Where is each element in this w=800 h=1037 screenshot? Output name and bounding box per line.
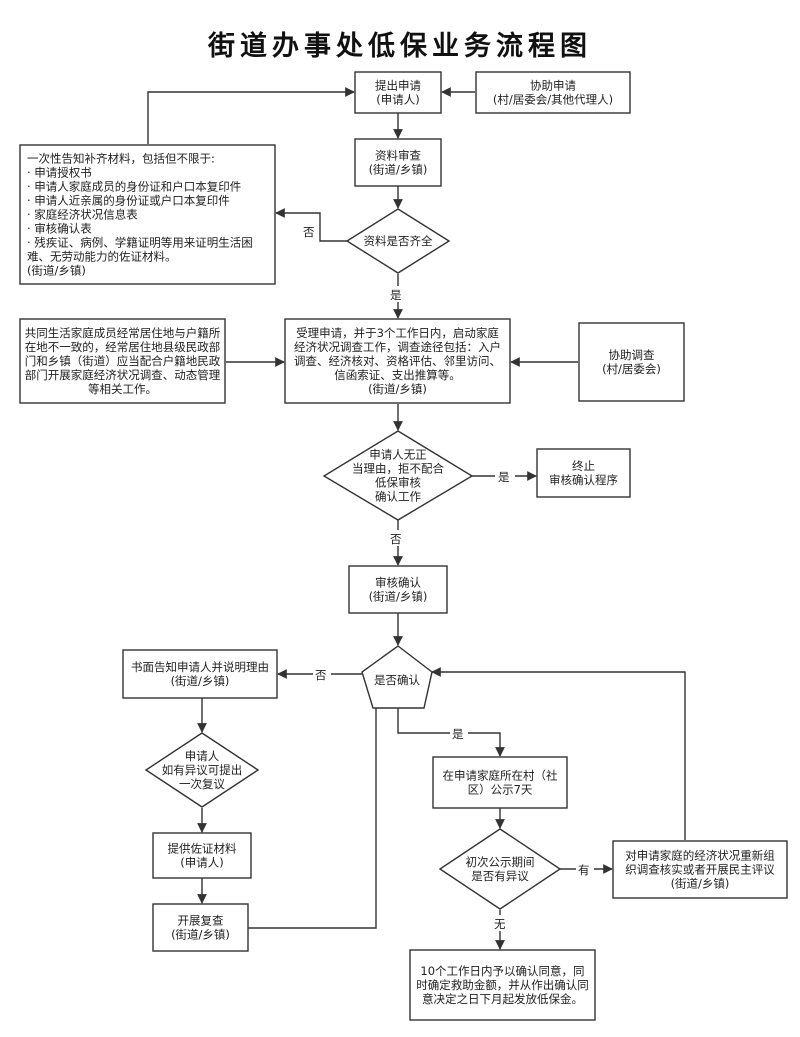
node-approve: 10个工作日内予以确认同意，同时确定救助金额，并从作出确认同意决定之日下月起发放… <box>409 949 596 1021</box>
node-apply: 提出申请(申请人) <box>354 71 442 114</box>
node-apply-line: (申请人) <box>376 93 419 107</box>
node-terminate-line: 审核确认程序 <box>549 473 618 487</box>
node-refuse-check-line: 当理由，拒不配合 <box>352 462 444 476</box>
node-recheck: 开展复查(街道/乡镇) <box>152 903 249 952</box>
node-refuse-check-line: 低保审核 <box>375 476 421 490</box>
label-no-2: 否 <box>390 532 402 546</box>
node-review-line: 资料审查 <box>375 149 421 163</box>
node-residence-note-line: 在地不一致的，经常居住地县级民政部 <box>25 340 221 354</box>
label-none: 无 <box>494 917 506 931</box>
node-approve-line: 10个工作日内予以确认同意，同 <box>420 964 584 978</box>
node-assist-apply-line: (村/居委会/其他代理人) <box>493 93 613 107</box>
node-accept-line: 受理申请，并于3个工作日内，启动家庭 <box>296 326 499 340</box>
node-notify-materials-line: · 残疾证、病例、学籍证明等用来证明生活困 <box>27 236 253 250</box>
edge-labels: 否 是 是 否 否 是 有 无 <box>300 223 594 931</box>
node-reinvestigate-line: 织调查核实或者开展民主评议 <box>625 863 775 877</box>
node-review-line: (街道/乡镇) <box>369 163 428 177</box>
node-residence-note-line: 门和乡镇（街道）应当配合户籍地民政 <box>25 354 221 368</box>
node-publicize-line: 在申请家庭所在村（社 <box>443 769 558 783</box>
label-has: 有 <box>578 863 590 877</box>
node-accept-line: (街道/乡镇) <box>368 382 427 396</box>
node-accept-line: 调查、经济核对、资格评估、邻里访问、 <box>294 354 501 368</box>
node-evidence: 提供佐证材料(申请人) <box>152 832 252 879</box>
label-yes-1: 是 <box>390 288 402 302</box>
arrow-reinvestigate-to-confirm <box>431 667 686 840</box>
node-complete-check-line: 资料是否齐全 <box>364 234 433 248</box>
node-notify-materials-line: · 申请人近亲属的身份证或户口本复印件 <box>27 194 230 208</box>
node-accept-line: 信函索证、支出推算等。 <box>334 368 461 382</box>
node-first-objection-line: 初次公示期间 <box>466 855 535 869</box>
node-notify-materials-line: · 家庭经济状况信息表 <box>27 208 138 222</box>
node-objection-line: 申请人 <box>185 749 220 763</box>
page-title: 街道办事处低保业务流程图 <box>208 31 592 62</box>
node-notify-materials-line: 难、无劳动能力的佐证材料。 <box>27 250 177 264</box>
node-confirm: 是否确认 <box>361 645 433 709</box>
node-audit-line: (街道/乡镇) <box>369 590 428 604</box>
node-written-notice: 书面告知申请人并说明理由(街道/乡镇) <box>122 649 278 699</box>
node-reinvestigate-line: 对申请家庭的经济状况重新组 <box>625 849 775 863</box>
node-confirm-line: 是否确认 <box>374 673 420 687</box>
node-assist-survey-line: (村/居委会) <box>602 362 661 376</box>
node-written-notice-line: (街道/乡镇) <box>171 674 230 688</box>
node-assist-apply-line: 协助申请 <box>530 79 576 93</box>
label-yes-3: 是 <box>452 727 464 741</box>
node-residence-note: 共同生活家庭成员经常居住地与户籍所在地不一致的，经常居住地县级民政部门和乡镇（街… <box>19 318 226 404</box>
node-apply-line: 提出申请 <box>375 79 421 93</box>
node-notify-materials-line: 一次性告知补齐材料，包括但不限于: <box>27 152 215 166</box>
node-first-objection-line: 是否有异议 <box>471 869 529 883</box>
node-evidence-line: 提供佐证材料 <box>168 842 237 856</box>
node-notify-materials-line: · 申请人家庭成员的身份证和户口本复印件 <box>27 180 241 194</box>
node-recheck-line: 开展复查 <box>178 914 224 928</box>
node-publicize: 在申请家庭所在村（社区）公示7天 <box>432 756 568 809</box>
node-accept-line: 经济状况调查工作，调查途径包括：入户 <box>294 340 501 354</box>
arrow-check-no-to-notify <box>275 208 347 242</box>
node-notify-materials-line: · 审核确认表 <box>27 222 92 236</box>
node-assist-apply: 协助申请(村/居委会/其他代理人) <box>475 71 631 114</box>
node-assist-survey-line: 协助调查 <box>609 348 655 362</box>
node-residence-note-line: 部门开展家庭经济状况调查、动态管理 <box>25 368 221 382</box>
node-evidence-line: (申请人) <box>180 856 223 870</box>
node-notify-materials-line: · 申请授权书 <box>27 166 92 180</box>
node-objection-line: 一次复议 <box>179 777 225 791</box>
arrow-recheck-to-confirm <box>248 688 381 929</box>
label-no-1: 否 <box>303 225 315 239</box>
node-publicize-line: 区）公示7天 <box>468 783 533 797</box>
arrow-notify-to-apply <box>147 87 355 144</box>
node-objection-line: 如有异议可提出 <box>162 763 243 777</box>
node-terminate-line: 终止 <box>572 459 595 473</box>
node-review: 资料审查(街道/乡镇) <box>354 138 442 187</box>
node-assist-survey: 协助调查(村/居委会) <box>578 322 685 402</box>
label-no-3: 否 <box>315 668 327 682</box>
node-residence-note-line: 共同生活家庭成员经常居住地与户籍所 <box>25 326 221 340</box>
node-approve-line: 意决定之日下月起发放低保金。 <box>422 992 583 1006</box>
node-approve-line: 时确定救助金额，并从作出确认同 <box>416 978 589 992</box>
node-residence-note-line: 等相关工作。 <box>88 382 157 396</box>
node-refuse-check-line: 确认工作 <box>375 490 421 504</box>
node-accept: 受理申请，并于3个工作日内，启动家庭经济状况调查工作，调查途径包括：入户调查、经… <box>284 318 511 404</box>
node-recheck-line: (街道/乡镇) <box>171 928 230 942</box>
node-audit-line: 审核确认 <box>375 576 421 590</box>
node-audit: 审核确认(街道/乡镇) <box>348 565 448 614</box>
node-notify-materials-line: (街道/乡镇) <box>27 264 86 278</box>
node-written-notice-line: 书面告知申请人并说明理由 <box>131 660 269 674</box>
label-yes-2: 是 <box>498 470 510 484</box>
node-notify-materials: 一次性告知补齐材料，包括但不限于:· 申请授权书· 申请人家庭成员的身份证和户口… <box>19 144 276 285</box>
node-reinvestigate-line: (街道/乡镇) <box>671 877 730 891</box>
node-complete-check: 资料是否齐全 <box>345 208 451 274</box>
arrow-confirm-yes-to-publicize <box>397 708 505 757</box>
node-refuse-check-line: 申请人无正 <box>369 448 427 462</box>
